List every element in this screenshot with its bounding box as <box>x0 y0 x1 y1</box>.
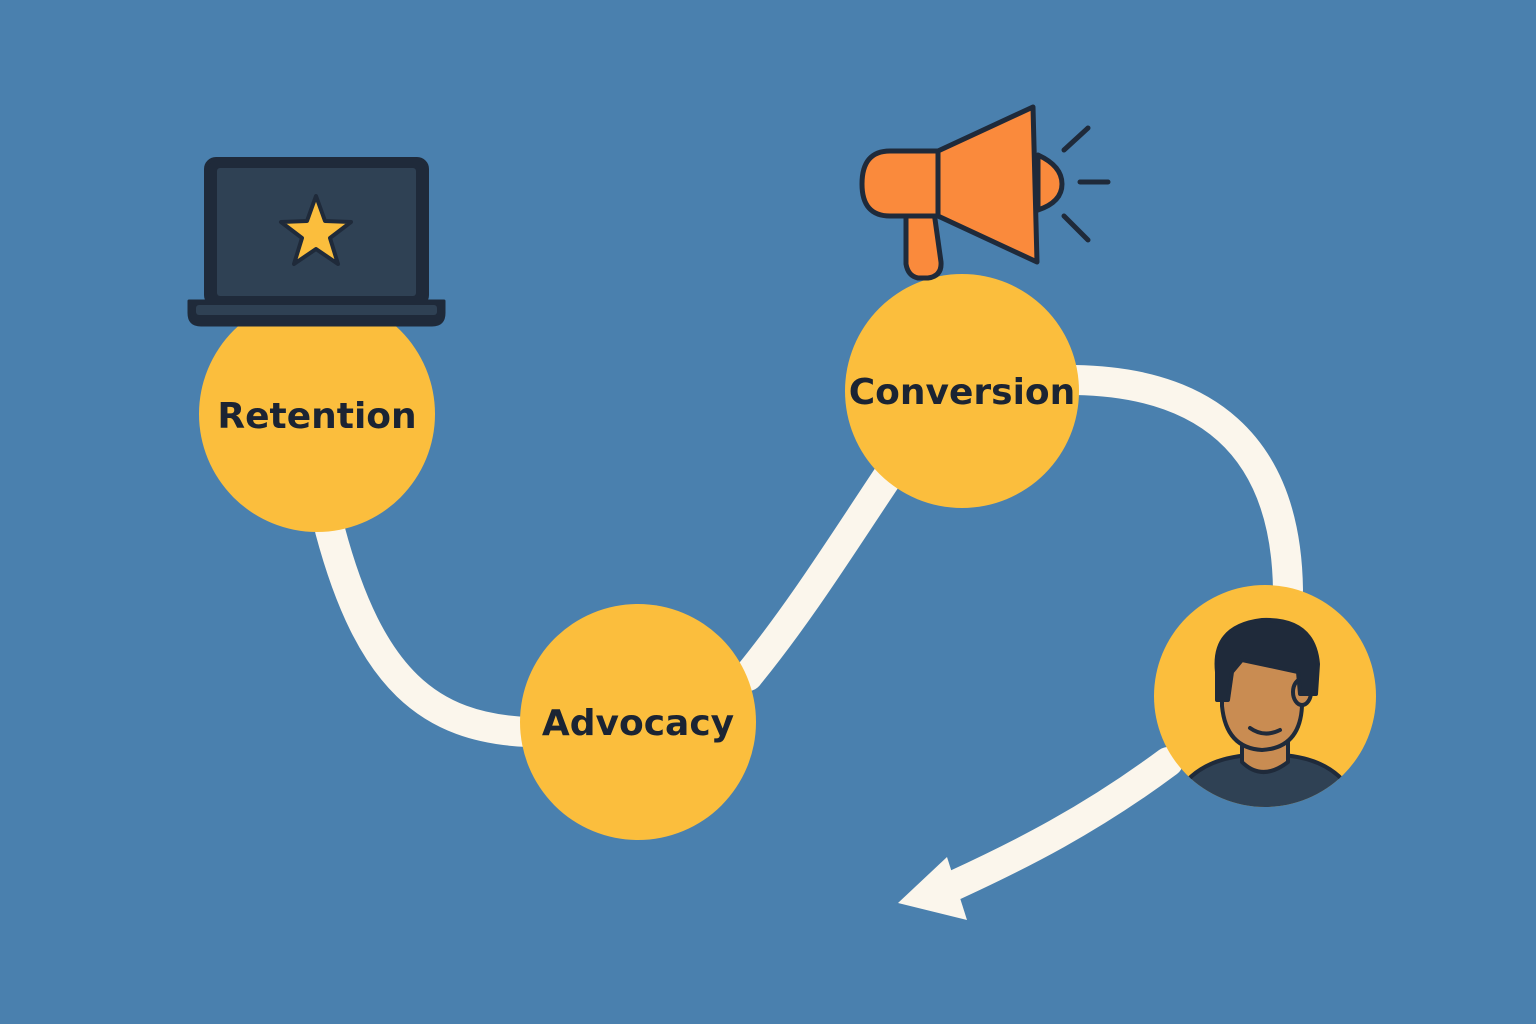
stage-conversion-circle <box>845 274 1079 508</box>
stage-awareness <box>1154 585 1376 807</box>
hair <box>1214 617 1320 702</box>
megaphone-icon <box>859 104 1111 281</box>
laptop-star-icon <box>187 157 446 327</box>
path-retention-to-advocacy <box>315 515 543 747</box>
stage-conversion: Conversion <box>845 274 1079 508</box>
stage-advocacy-circle <box>520 604 756 840</box>
path-conversion-to-person <box>1060 365 1303 605</box>
star-icon <box>279 194 353 266</box>
stage-retention-circle <box>199 296 435 532</box>
stage-retention-label: Retention <box>217 396 416 437</box>
stage-advocacy-label: Advocacy <box>542 703 734 744</box>
stage-advocacy: Advocacy <box>520 604 756 840</box>
stage-retention: Retention <box>199 296 435 532</box>
path-person-to-arrow <box>940 747 1183 900</box>
path-advocacy-to-conversion <box>733 461 903 691</box>
smile <box>1248 726 1282 736</box>
stage-conversion-label: Conversion <box>849 372 1076 413</box>
journey-path <box>315 365 1303 900</box>
arrowhead <box>898 857 967 920</box>
